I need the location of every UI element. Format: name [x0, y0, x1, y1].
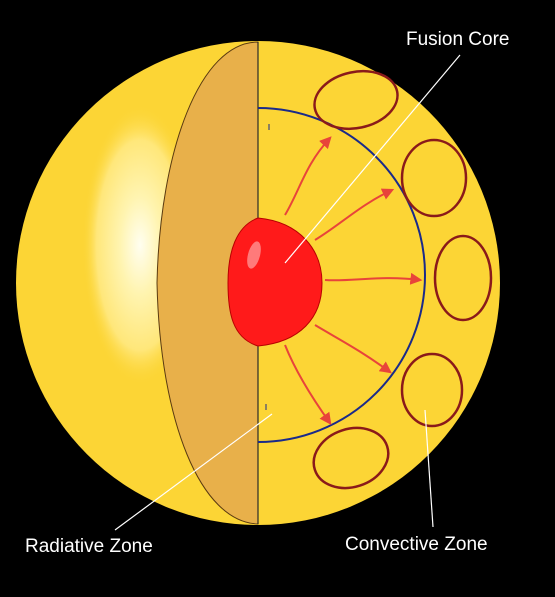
energy-arrow [314, 324, 392, 374]
convective-zone-label: Convective Zone [345, 534, 488, 555]
convection-cell [400, 352, 464, 428]
convection-cell [400, 138, 468, 218]
energy-arrow [284, 136, 332, 216]
energy-arrow [284, 344, 332, 425]
energy-arrow [324, 272, 423, 285]
leader-lines [114, 54, 461, 531]
energy-arrow [314, 188, 395, 241]
convection-cell [313, 70, 399, 130]
convection-cell [312, 426, 390, 490]
fusion-core-leader [284, 54, 461, 264]
convection-cell [433, 234, 493, 322]
energy-arrows [284, 136, 423, 425]
convective-zone-leader [424, 409, 434, 528]
cutaway-face [156, 41, 259, 525]
core-highlight [247, 241, 261, 269]
fusion-core-label: Fusion Core [406, 29, 510, 50]
radiative-zone-label: Radiative Zone [25, 536, 153, 557]
radiative-zone-leader [114, 413, 273, 531]
convection-cells [312, 70, 493, 490]
